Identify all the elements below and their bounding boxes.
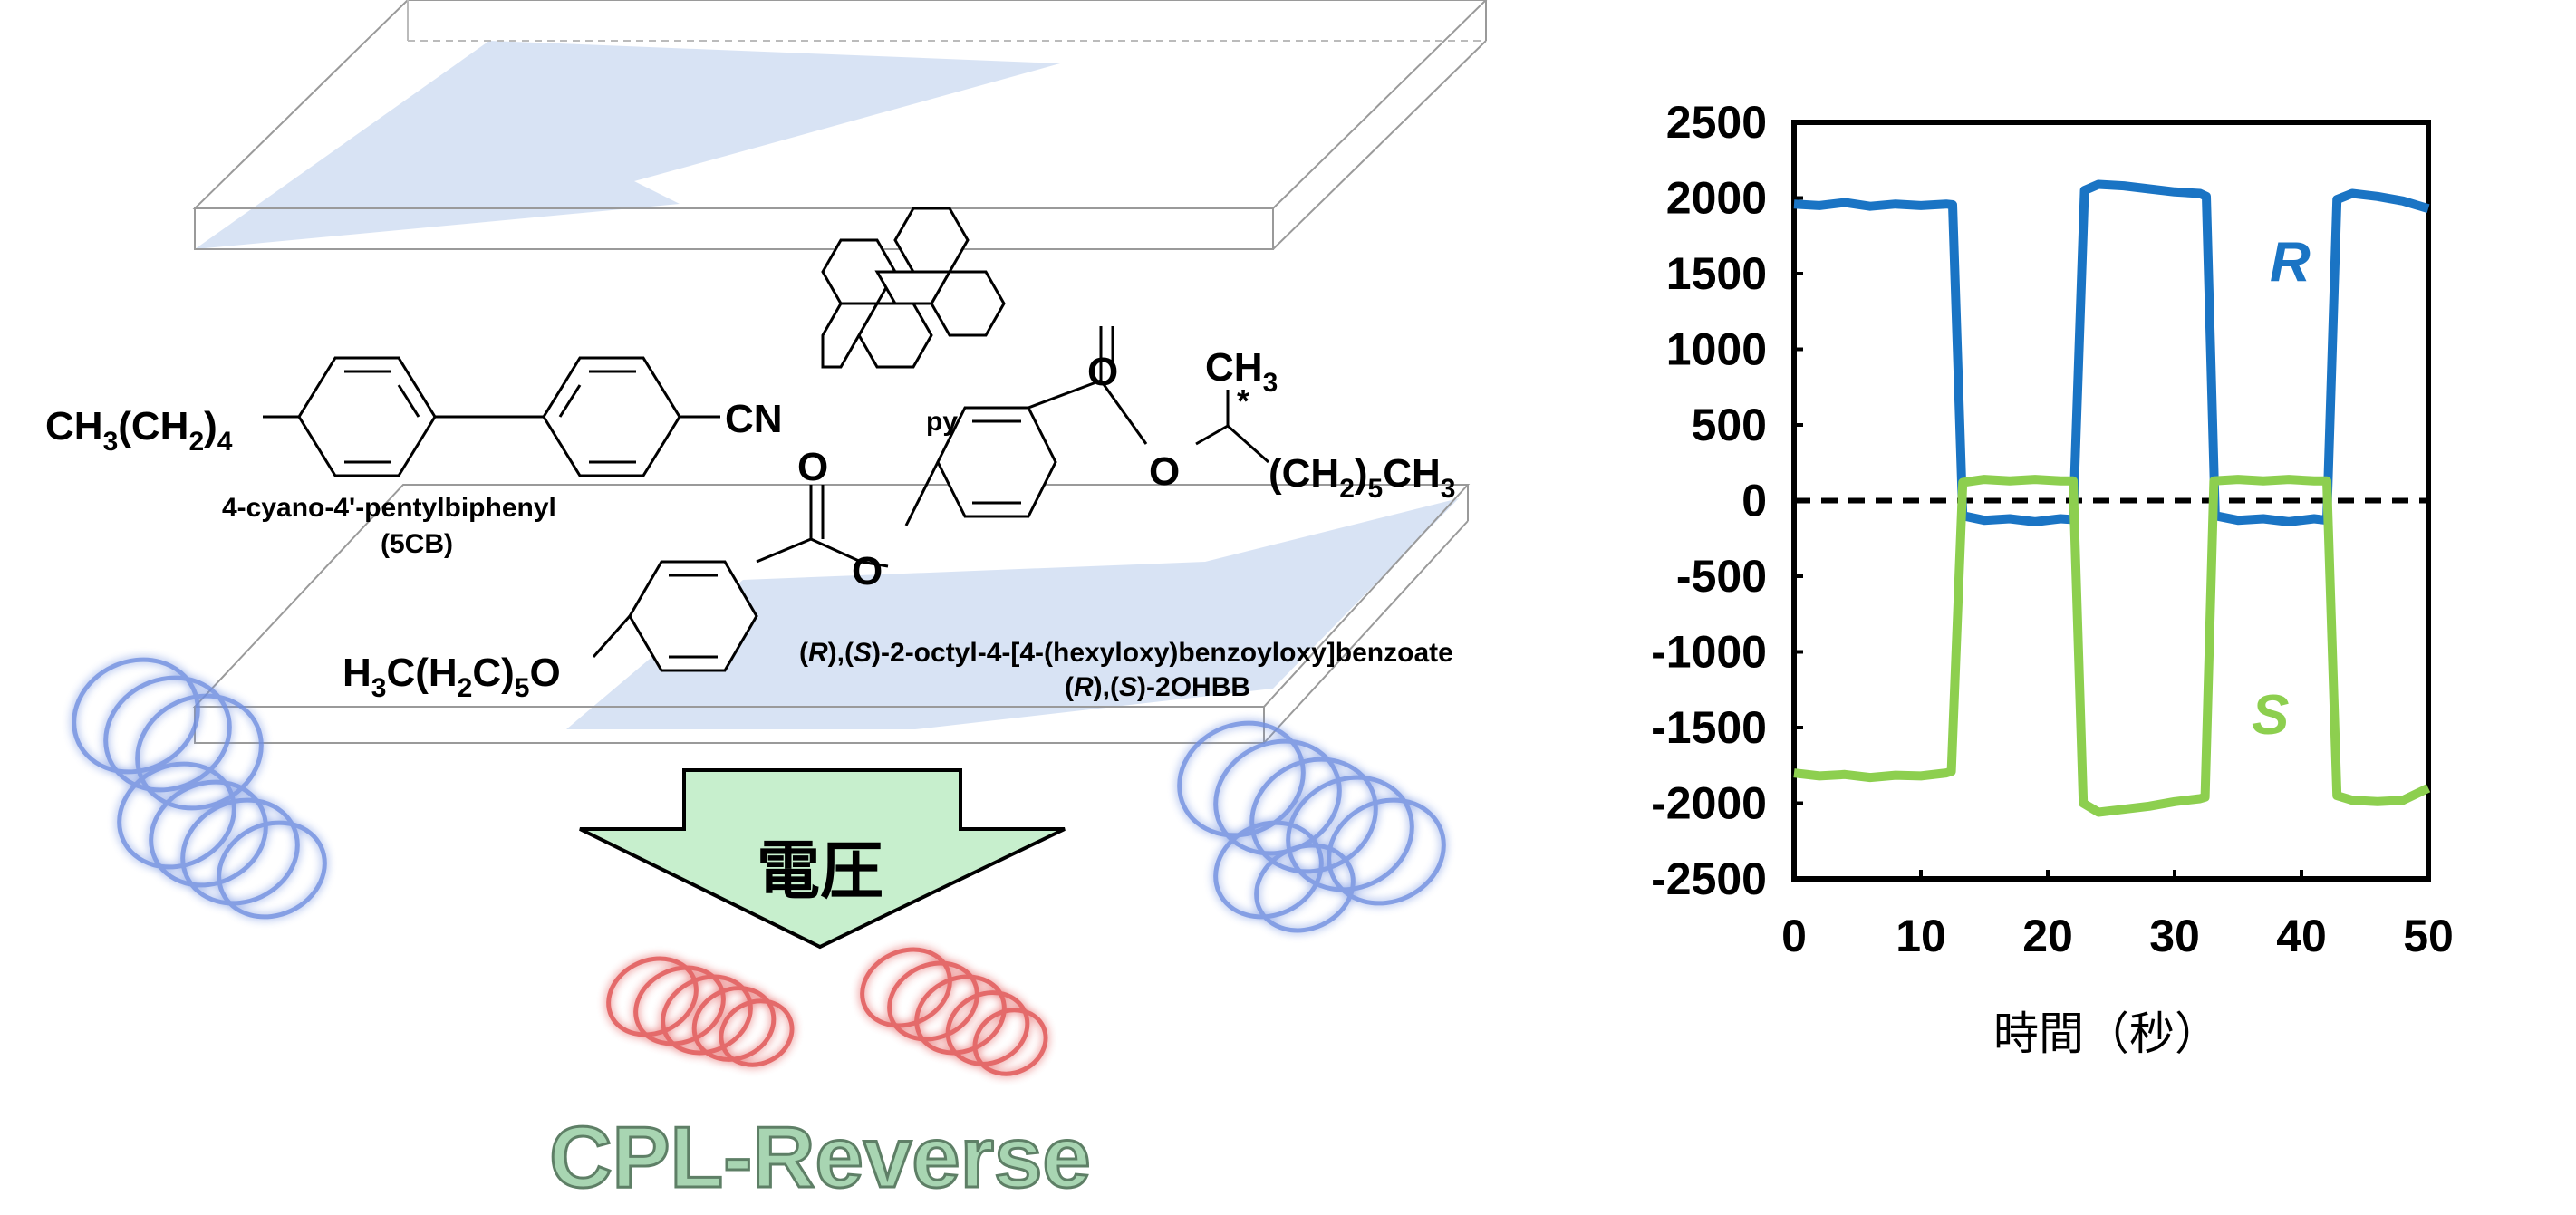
dopant-r: R: [808, 638, 828, 668]
cb5-mid: (CH: [118, 404, 188, 448]
ch3-top-sub: 3: [1263, 368, 1278, 398]
ester-o-2: O: [1149, 449, 1180, 494]
y-axis-ticks: 2500 2000 1500 1000 500 0 -500 -1000 -1500 -2000 -…: [1651, 97, 1803, 904]
y-tick-label: 2000: [1666, 173, 1767, 224]
chain-head: (CH: [1269, 451, 1339, 496]
ester-o-3: O: [797, 445, 828, 489]
svg-text:(CH2)5CH3: (CH2)5CH3: [1269, 451, 1455, 504]
y-tick-label: 0: [1741, 476, 1767, 526]
cpl-switching-chart: 25002000150010005000-500-1000-1500-2000-…: [1651, 97, 2454, 1059]
chain-tail: CH: [1383, 451, 1441, 496]
y-tick-label: 1500: [1666, 248, 1767, 299]
x-axis-title: 時間（秒）: [1993, 1008, 2220, 1059]
hexyl-o: O: [529, 651, 560, 695]
chain-sub3: 3: [1441, 474, 1456, 504]
x-tick-label: 30: [2149, 911, 2200, 961]
hexyl-sub1: 3: [371, 673, 387, 703]
hexyl-sub2: 2: [458, 673, 473, 703]
hexyl-c: C): [472, 651, 514, 695]
ch3-top: CH: [1205, 345, 1263, 390]
ester-o-4: O: [852, 549, 883, 593]
dopant-s: S: [854, 638, 872, 668]
x-tick-label: 50: [2403, 911, 2454, 961]
cb5-ch: CH: [45, 404, 103, 448]
abbr-r: R: [1074, 672, 1094, 702]
y-tick-label: -2000: [1651, 778, 1767, 829]
helix-red-left: [606, 956, 795, 1067]
x-tick-label: 40: [2276, 911, 2327, 961]
voltage-label: 電圧: [757, 834, 883, 908]
x-tick-label: 0: [1781, 911, 1807, 961]
dopant-paren-open-r: (: [799, 638, 808, 668]
hexyl-mid: C(H: [386, 651, 457, 695]
abbr-paren-close: ): [1137, 672, 1146, 702]
helix-blue-left: [72, 657, 327, 920]
cb5-sub2: 2: [188, 427, 204, 457]
series-label-r: R: [2270, 231, 2311, 294]
ester-o-1: O: [1087, 350, 1118, 394]
svg-text:(R),(S)-2OHBB: (R),(S)-2OHBB: [1065, 672, 1250, 702]
top-electrode: [195, 41, 1060, 249]
device-schematic: CH3(CH2)4 CN 4-cyano-4'-pentylbiphenyl (…: [45, 0, 1488, 1208]
x-axis-ticks: 0 10 20 30 40 50: [1781, 870, 2454, 961]
x-tick-label: 20: [2022, 911, 2073, 961]
svg-text:H3C(H2C)5O: H3C(H2C)5O: [343, 651, 561, 703]
y-tick-label: -1000: [1651, 627, 1767, 678]
series-line-s: [1793, 475, 2431, 817]
y-tick-label: 1000: [1666, 324, 1767, 375]
y-tick-label: -1500: [1651, 702, 1767, 753]
top-glass-plate: [192, 0, 1488, 250]
cb5-sub3: 4: [217, 427, 233, 457]
molecule-pyrene: [821, 207, 1006, 369]
y-tick-label: -500: [1676, 551, 1767, 602]
svg-text:(R),(S)-2-octyl-4-[4-(hexyloxy: (R),(S)-2-octyl-4-[4-(hexyloxy)benzoylox…: [799, 638, 1453, 668]
svg-text:CH3(CH2)4: CH3(CH2)4: [45, 404, 233, 457]
abbr-paren-open: (: [1065, 672, 1074, 702]
dopant-abbr: -2OHBB: [1146, 672, 1250, 702]
cb5-sub1: 3: [103, 427, 119, 457]
cb5-abbr: (5CB): [381, 529, 453, 559]
dopant-name: -2-octyl-4-[4-(hexyloxy)benzoyloxy]benzo…: [881, 638, 1453, 668]
cb5-close: ): [204, 404, 217, 448]
voltage-arrow: [579, 768, 1066, 950]
molecule-2ohbb: [592, 326, 1269, 672]
y-tick-label: 500: [1692, 400, 1767, 450]
cb5-cn: CN: [725, 397, 783, 441]
bottom-glass-plate: [192, 484, 1471, 744]
abbr-paren-mid: ),(: [1094, 672, 1119, 702]
dopant-paren-mid: ),(: [828, 638, 854, 668]
helix-red-right: [860, 947, 1048, 1076]
abbr-s: S: [1119, 672, 1137, 702]
chiral-star: *: [1237, 382, 1249, 419]
y-tick-label: 2500: [1666, 97, 1767, 148]
x-tick-label: 10: [1896, 911, 1946, 961]
svg-text:CH3: CH3: [1205, 345, 1278, 398]
bottom-electrode: [566, 498, 1459, 729]
cpl-reverse-label: CPL-Reverse: [549, 1109, 1091, 1206]
dopant-paren-close: ): [872, 638, 881, 668]
hexyl-sub3: 5: [515, 673, 530, 703]
hexyl-h: H: [343, 651, 371, 695]
helix-blue-right: [1177, 720, 1446, 933]
series-label-s: S: [2252, 684, 2289, 747]
y-tick-label: -2500: [1651, 853, 1767, 904]
chain-sub2: 5: [1368, 474, 1384, 504]
series-layer: [1793, 179, 2431, 817]
molecule-5cb: [263, 356, 720, 477]
series-line-r: [1793, 179, 2430, 526]
cb5-name: 4-cyano-4'-pentylbiphenyl: [222, 493, 556, 523]
chain-sub1: 2: [1339, 474, 1355, 504]
chain-close: ): [1355, 451, 1368, 496]
